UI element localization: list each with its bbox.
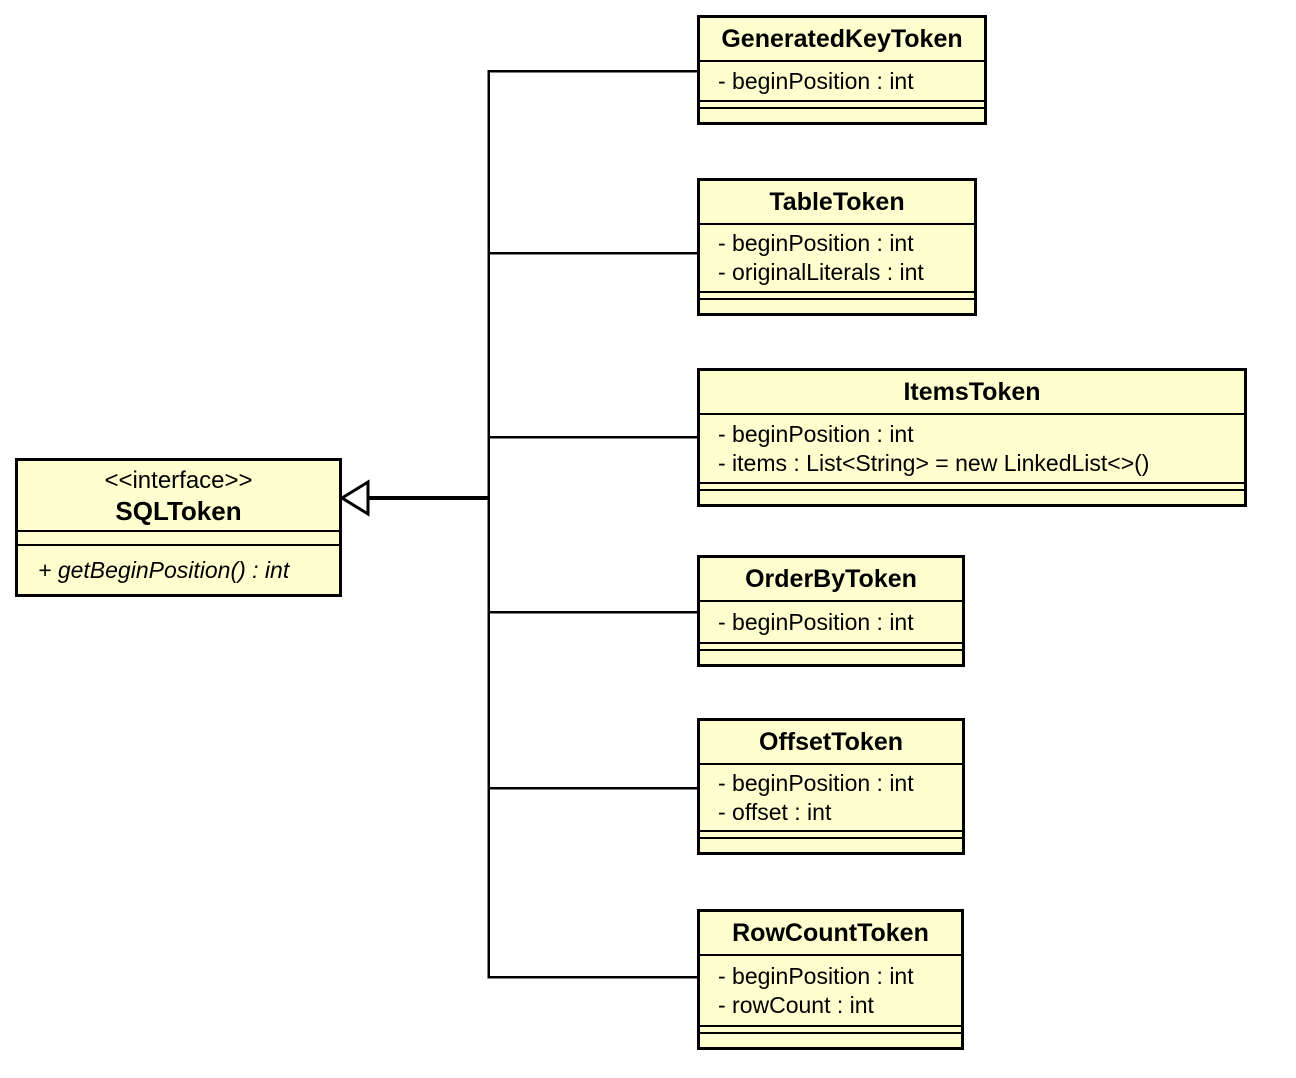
class-attributes-compartment: - beginPosition : int - items : List<Str… xyxy=(700,415,1244,484)
interface-box-sqltoken: <<interface>> SQLToken + getBeginPositio… xyxy=(15,458,342,597)
class-attributes-compartment: - beginPosition : int - originalLiterals… xyxy=(700,225,974,293)
attribute-beginposition: - beginPosition : int xyxy=(718,230,914,256)
class-box-tabletoken: TableToken - beginPosition : int - origi… xyxy=(697,178,977,316)
attribute-originalliterals: - originalLiterals : int xyxy=(718,259,924,285)
class-box-itemstoken: ItemsToken - beginPosition : int - items… xyxy=(697,368,1247,507)
class-title: GeneratedKeyToken xyxy=(700,18,984,62)
attribute-beginposition: - beginPosition : int xyxy=(718,67,914,94)
class-box-offsettoken: OffsetToken - beginPosition : int - offs… xyxy=(697,718,965,855)
class-attributes-compartment: - beginPosition : int xyxy=(700,62,984,102)
class-name: GeneratedKeyToken xyxy=(721,24,963,53)
empty-methods-compartment xyxy=(700,1027,961,1034)
empty-methods-compartment xyxy=(700,293,974,300)
attribute-rowcount: - rowCount : int xyxy=(718,991,874,1018)
class-title: ItemsToken xyxy=(700,371,1244,415)
connector-tree-lines xyxy=(487,69,697,979)
interface-methods-compartment: + getBeginPosition() : int xyxy=(18,546,339,594)
box-footer-strip xyxy=(700,491,1244,504)
class-box-generatedkeytoken: GeneratedKeyToken - beginPosition : int xyxy=(697,15,987,125)
hollow-triangle-arrowhead-icon xyxy=(339,479,370,517)
method-getbeginposition: + getBeginPosition() : int xyxy=(38,556,290,583)
attribute-beginposition: - beginPosition : int xyxy=(718,962,914,989)
class-attributes-compartment: - beginPosition : int xyxy=(700,602,962,644)
attribute-offset: - offset : int xyxy=(718,798,832,825)
class-attributes-compartment: - beginPosition : int - offset : int xyxy=(700,765,962,832)
class-box-rowcounttoken: RowCountToken - beginPosition : int - ro… xyxy=(697,909,964,1050)
class-name: ItemsToken xyxy=(903,377,1041,406)
class-attributes-compartment: - beginPosition : int - rowCount : int xyxy=(700,956,961,1027)
empty-methods-compartment xyxy=(700,484,1244,491)
box-footer-strip xyxy=(700,651,962,664)
class-name: TableToken xyxy=(769,187,905,216)
attribute-beginposition: - beginPosition : int xyxy=(718,769,914,796)
box-footer-strip xyxy=(700,839,962,852)
attribute-beginposition: - beginPosition : int xyxy=(718,420,914,447)
empty-methods-compartment xyxy=(700,102,984,109)
class-box-orderbytoken: OrderByToken - beginPosition : int xyxy=(697,555,965,667)
class-title: TableToken xyxy=(700,181,974,225)
box-footer-strip xyxy=(700,109,984,122)
attribute-beginposition: - beginPosition : int xyxy=(718,608,914,635)
box-footer-strip xyxy=(700,300,974,313)
empty-methods-compartment xyxy=(700,644,962,651)
class-title: RowCountToken xyxy=(700,912,961,956)
box-footer-strip xyxy=(700,1034,961,1047)
interface-stereotype: <<interface>> xyxy=(104,466,253,494)
class-title: OffsetToken xyxy=(700,721,962,765)
class-name: OrderByToken xyxy=(745,564,917,593)
class-title: OrderByToken xyxy=(700,558,962,602)
attribute-items: - items : List<String> = new LinkedList<… xyxy=(718,449,1150,476)
empty-attributes-compartment xyxy=(18,532,339,546)
interface-name: SQLToken xyxy=(115,495,242,526)
empty-methods-compartment xyxy=(700,832,962,839)
class-name: OffsetToken xyxy=(759,727,903,756)
class-name: RowCountToken xyxy=(732,918,929,947)
interface-title-compartment: <<interface>> SQLToken xyxy=(18,461,339,532)
